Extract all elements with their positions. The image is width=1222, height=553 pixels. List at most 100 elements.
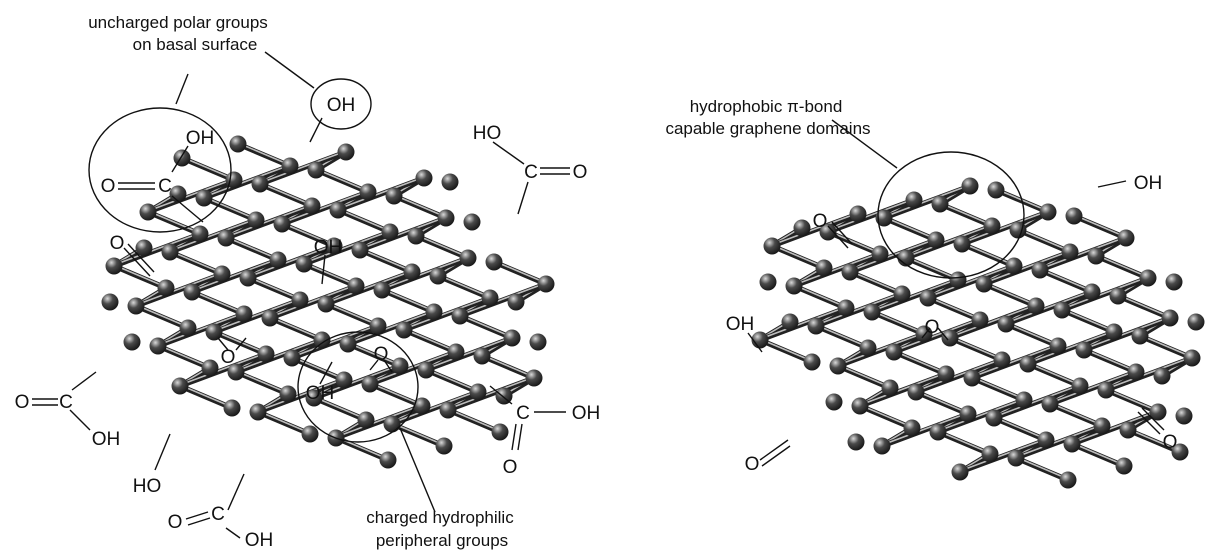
lattice-bond — [279, 189, 371, 227]
lattice-bond-highlight — [369, 382, 423, 406]
callout-hydrophobic-line1: hydrophobic π-bond — [690, 97, 843, 116]
functional-group-bonds-right — [747, 180, 1165, 467]
lattice-bond — [925, 295, 983, 323]
carbon-atom — [785, 277, 803, 295]
carbon-atom — [301, 425, 319, 443]
lattice-bond-highlight — [203, 164, 291, 198]
lattice-bond-highlight — [347, 310, 435, 344]
carbon-atom — [829, 357, 847, 375]
lattice-bond-highlight — [1083, 316, 1171, 350]
lattice-bond-highlight — [1015, 424, 1103, 458]
lattice-bond-highlight — [403, 296, 491, 330]
carbon-atom — [1005, 257, 1023, 275]
lattice-bond — [245, 275, 303, 303]
carbon-atom — [179, 319, 197, 337]
lattice-bond — [969, 375, 1027, 403]
label-oh: OH — [92, 429, 121, 450]
lattice-bond — [947, 303, 1039, 341]
lattice-bond — [133, 303, 191, 331]
carbon-atom — [1031, 261, 1049, 279]
lattice-bond — [111, 231, 203, 269]
functional-group-bonds-left — [32, 117, 570, 539]
lattice-bond — [491, 259, 549, 287]
carbon-atom — [803, 353, 821, 371]
callout-labels: uncharged polar groups on basal surface … — [88, 13, 870, 550]
lattice-bond-highlight — [213, 298, 301, 332]
carbon-atom — [537, 275, 555, 293]
carbon-atom — [1075, 341, 1093, 359]
carbon-atom — [1139, 269, 1157, 287]
carbon-atom — [105, 257, 123, 275]
lattice-bond — [357, 215, 449, 253]
carbon-atom — [927, 231, 945, 249]
lattice-bond-highlight — [1061, 308, 1115, 332]
carbon-atom — [1175, 407, 1193, 425]
lattice-bond-highlight — [837, 364, 891, 388]
carbon-atom — [447, 343, 465, 361]
lattice-bond-highlight — [905, 256, 959, 280]
carbon-atom — [781, 313, 799, 331]
carbon-atom — [997, 315, 1015, 333]
carbon-atom — [849, 205, 867, 223]
lattice-bond-highlight — [225, 236, 279, 260]
carbon-atom — [317, 295, 335, 313]
carbon-atom — [529, 333, 547, 351]
lattice-bond — [367, 349, 459, 387]
lattice-bond — [255, 409, 313, 437]
lattice-bond-highlight — [881, 412, 969, 446]
carbon-atom — [971, 311, 989, 329]
lattice-bond-highlight — [949, 304, 1037, 338]
callout-charged-hydrophilic-line2: peripheral groups — [376, 531, 508, 550]
label-o: O — [813, 211, 828, 232]
lattice-bond — [313, 167, 371, 195]
carbon-atom — [1117, 229, 1135, 247]
carbon-atom — [425, 303, 443, 321]
lattice-bond — [847, 269, 905, 297]
carbon-atom — [407, 227, 425, 245]
carbon-atom — [249, 403, 267, 421]
lattice-bond — [145, 209, 203, 237]
lattice-bond — [145, 177, 237, 215]
carbon-atom — [937, 365, 955, 383]
lattice-bond-highlight — [315, 168, 369, 192]
lattice-bond-highlight — [1049, 370, 1137, 404]
carbon-atom — [1019, 355, 1037, 373]
carbon-atom — [859, 339, 877, 357]
lattice-bond-highlight — [157, 344, 211, 368]
lattice-bond-highlight — [927, 264, 1015, 298]
graphene-oxide-lattice — [101, 135, 555, 469]
carbon-atom — [491, 423, 509, 441]
lattice-bond-highlight — [1005, 322, 1059, 346]
callout-charged-hydrophilic-line1: charged hydrophilic — [366, 508, 514, 527]
label-c: C — [524, 162, 538, 183]
label-oh: OH — [572, 403, 601, 424]
lattice-bond — [1059, 275, 1151, 313]
lattice-bond — [211, 297, 303, 335]
lattice-bond — [289, 323, 381, 361]
lattice-bond — [1071, 213, 1129, 241]
carbon-atom — [281, 157, 299, 175]
lattice-bond — [869, 277, 961, 315]
carbon-atom — [257, 345, 275, 363]
lattice-bond — [233, 337, 325, 375]
lattice-bond — [457, 313, 515, 341]
lattice-bond — [335, 207, 393, 235]
carbon-atom — [417, 361, 435, 379]
label-oh: OH — [1134, 173, 1163, 194]
lattice-bond — [791, 283, 849, 311]
lattice-bond — [981, 281, 1039, 309]
lattice-bond-highlight — [325, 302, 379, 326]
lattice-bond-highlight — [1015, 456, 1069, 480]
carbon-atom — [383, 415, 401, 433]
lattice-bond — [1025, 329, 1117, 367]
label-o: O — [168, 512, 183, 533]
lattice-bond — [323, 269, 415, 307]
carbon-atom — [415, 169, 433, 187]
carbon-atom — [183, 283, 201, 301]
carbon-atom — [269, 251, 287, 269]
lattice-bond-highlight — [291, 324, 379, 358]
lattice-bond-highlight — [325, 270, 413, 304]
lattice-bond — [445, 407, 503, 435]
lattice-bond — [881, 183, 973, 221]
carbon-atom — [157, 279, 175, 297]
